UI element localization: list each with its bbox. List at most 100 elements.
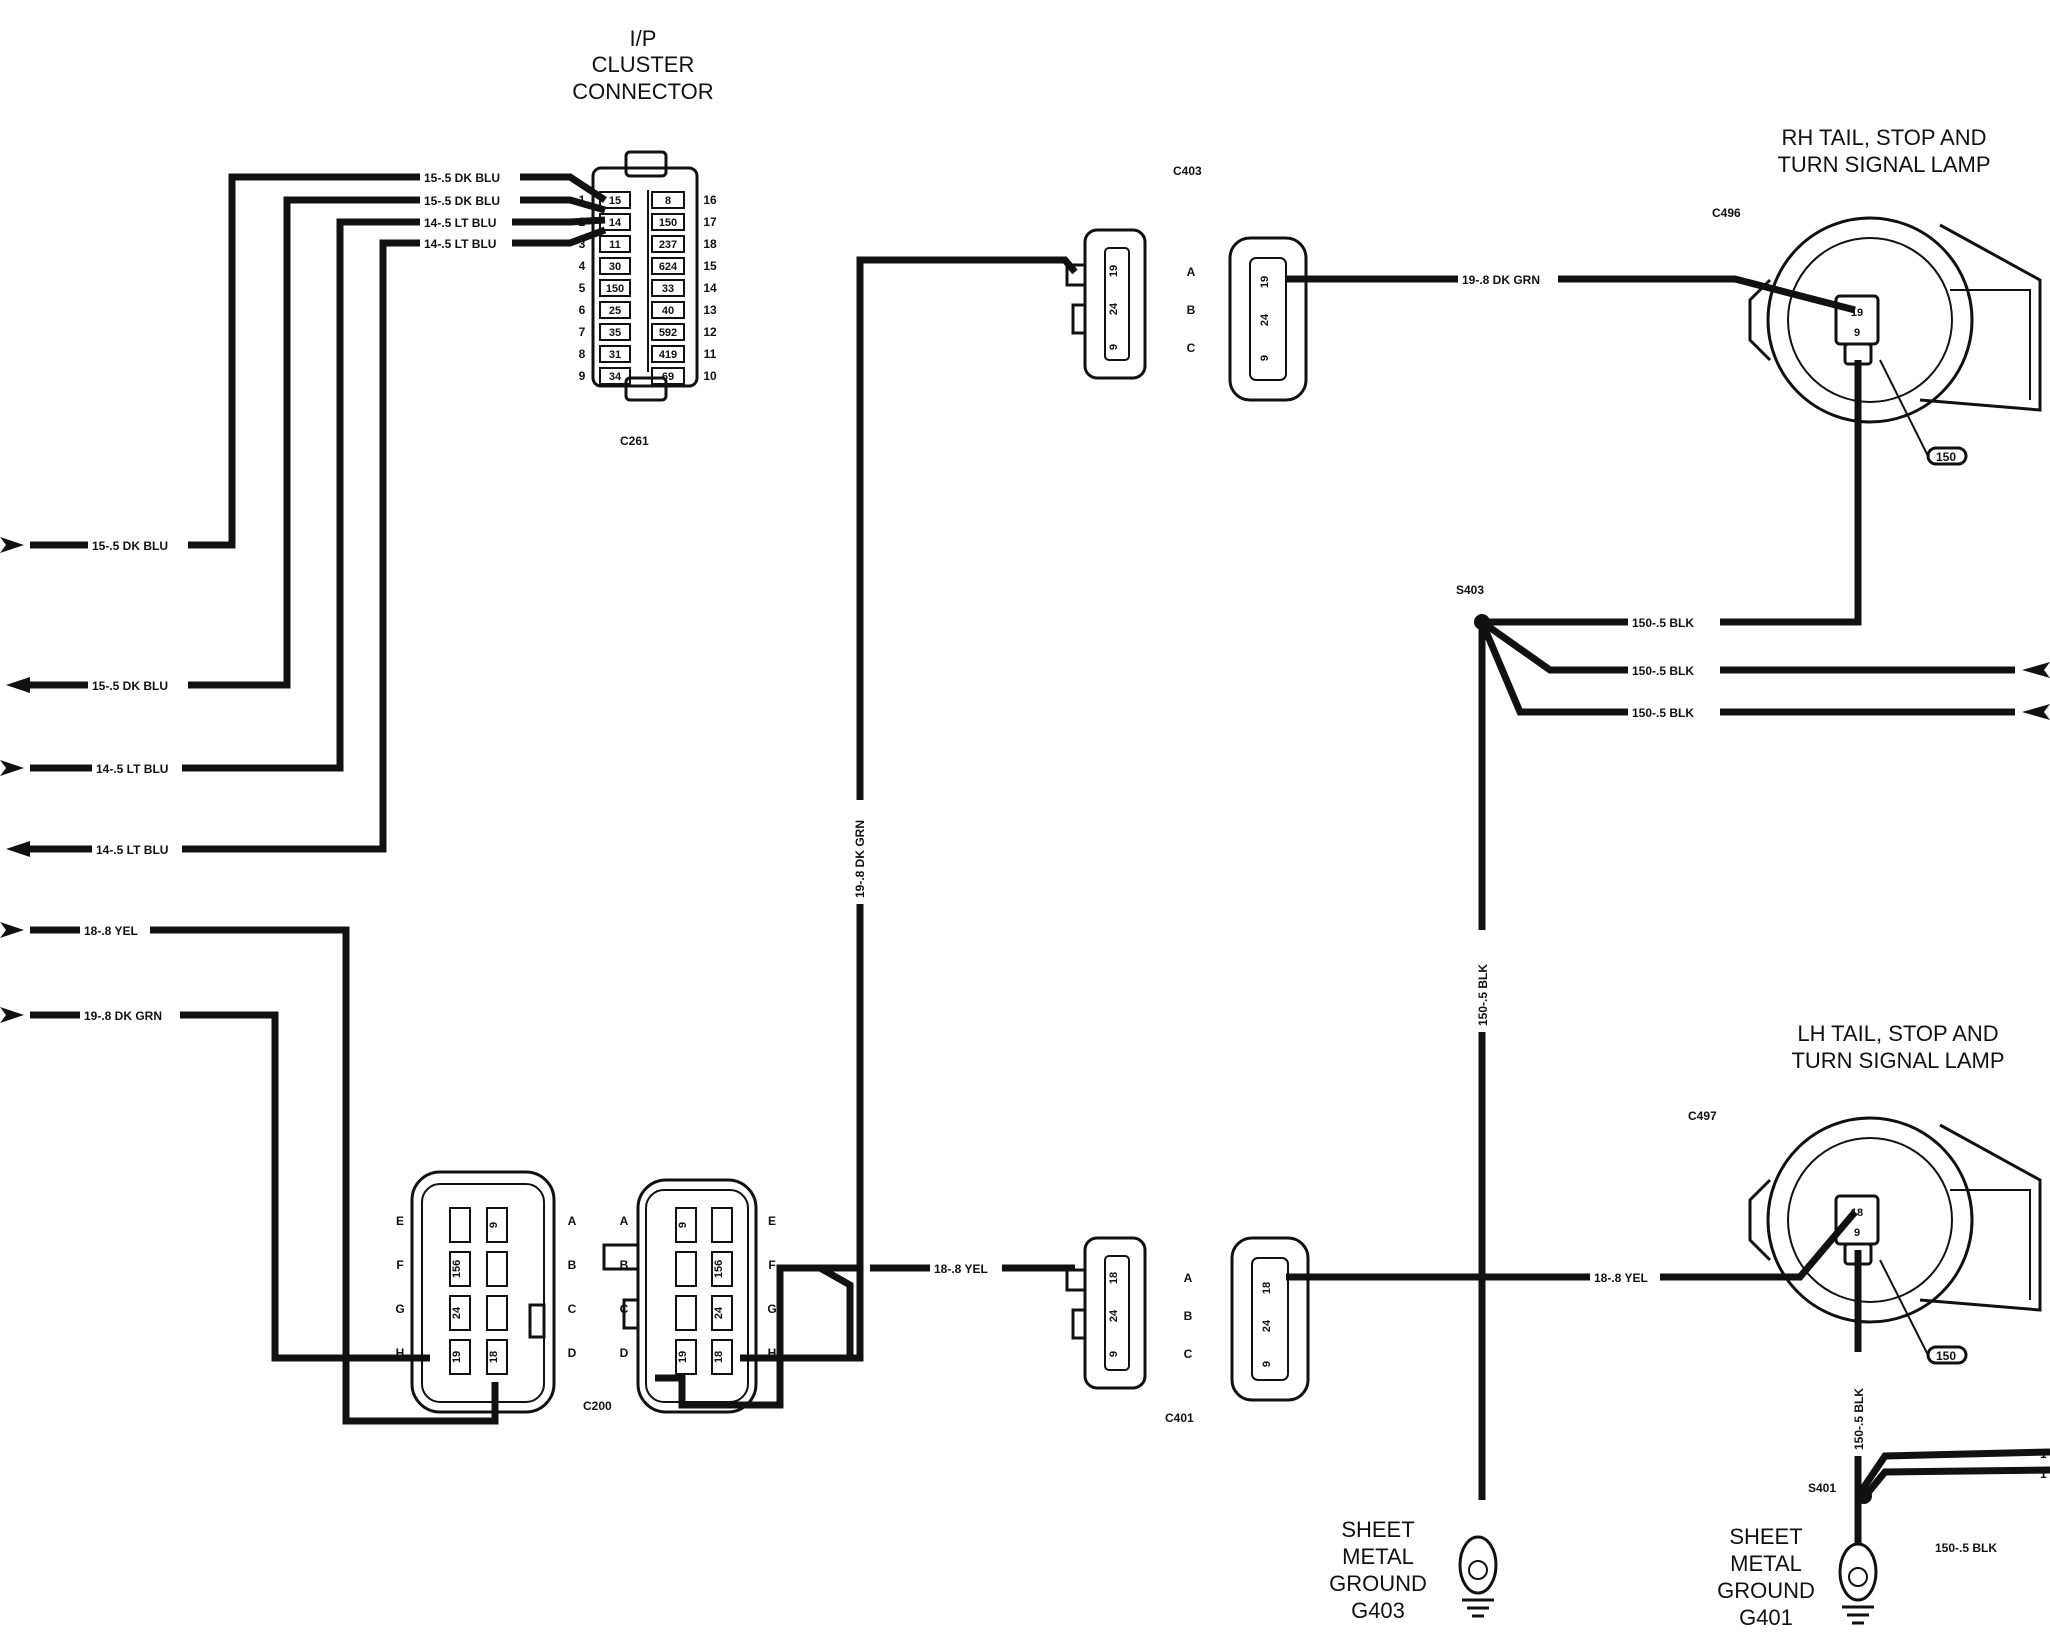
c200-cavity-label: 9 <box>677 1222 689 1228</box>
c200-cavity-label: 18 <box>488 1351 500 1363</box>
wire-label-blk-vertical: 150-.5 BLK <box>1852 1388 1866 1450</box>
wire-label-yel: 18-.8 YEL <box>1594 1271 1648 1285</box>
cluster-cavity-label: 8 <box>665 195 671 207</box>
right-wires <box>1286 275 2050 1545</box>
c200-cavity-label: 24 <box>713 1306 725 1319</box>
cluster-cavity-label: 25 <box>609 305 621 317</box>
svg-text:TURN SIGNAL LAMP: TURN SIGNAL LAMP <box>1777 152 1990 177</box>
c200-wires <box>420 1264 864 1409</box>
cluster-cavity <box>651 279 685 297</box>
svg-text:RH TAIL, STOP AND: RH TAIL, STOP AND <box>1782 125 1987 150</box>
connector-c261: C261 <box>620 434 649 448</box>
c200-pin-letter: C <box>620 1302 629 1316</box>
ground-g401-icon <box>1838 1542 1878 1625</box>
cluster-cavity <box>599 213 631 231</box>
arrow-out-icon <box>6 677 30 693</box>
svg-text:G401: G401 <box>1739 1605 1793 1630</box>
c200-pin-letter: F <box>768 1258 775 1272</box>
c401-cavity-label: 9 <box>1261 1361 1273 1367</box>
cluster-cavity <box>599 235 631 253</box>
cluster-cavity-label: 150 <box>659 217 677 229</box>
rh-lamp-cavity-label: 19 <box>1851 307 1863 319</box>
cluster-cavity <box>599 367 631 385</box>
rh-lamp-title: RH TAIL, STOP AND TURN SIGNAL LAMP <box>1777 125 1990 177</box>
svg-text:SHEET: SHEET <box>1341 1517 1414 1542</box>
ground-g401-title: SHEET METAL GROUND G401 <box>1717 1524 1815 1630</box>
c200-cavity <box>711 1339 733 1375</box>
c403-pin-letter: A <box>1187 265 1196 279</box>
c200-cavity <box>711 1251 733 1287</box>
wire-label-dk-blu: 15-.5 DK BLU <box>92 679 168 693</box>
cluster-cavity-label: 14 <box>609 217 622 229</box>
left-harness-wires <box>30 173 607 1425</box>
c200-pin-letter: E <box>768 1214 776 1228</box>
splice-s403-icon <box>1474 614 1490 630</box>
cluster-cavity <box>599 191 631 209</box>
c200-cavity-label: 156 <box>713 1260 725 1278</box>
c403-pin-letter: C <box>1187 341 1196 355</box>
c403-pin-letter: B <box>1187 303 1196 317</box>
cluster-cavity <box>599 323 631 341</box>
c200-cavity <box>486 1295 508 1331</box>
c200-cavity-label: 9 <box>488 1222 500 1228</box>
connector-c403: C403 <box>1173 164 1202 178</box>
c200-cavity <box>449 1295 471 1331</box>
connector-c496: C496 <box>1712 206 1741 220</box>
c401-cavity-label: 24 <box>1108 1309 1120 1322</box>
cluster-pin-number: 18 <box>703 237 717 251</box>
c200-pin-letter: D <box>568 1346 577 1360</box>
wire-label-dk-grn-vertical: 19-.8 DK GRN <box>853 820 867 898</box>
c401-pin-letter: A <box>1184 1271 1193 1285</box>
svg-text:G403: G403 <box>1351 1598 1405 1623</box>
svg-text:I/P: I/P <box>630 26 657 51</box>
c200-connector-left <box>410 1170 556 1414</box>
c200-cavity <box>486 1207 508 1243</box>
svg-text:GROUND: GROUND <box>1717 1578 1815 1603</box>
cluster-pin-number: 14 <box>703 281 717 295</box>
wire-label-yel: 18-.8 YEL <box>84 924 138 938</box>
wire-label-dk-blu: 15-.5 DK BLU <box>424 171 500 185</box>
cluster-pin-number: 11 <box>704 347 717 361</box>
c200-cavity-label: 19 <box>677 1351 689 1363</box>
c401-pin-letter: C <box>1184 1347 1193 1361</box>
cluster-cavity-label: 592 <box>659 327 677 339</box>
c200-pin-letter: A <box>568 1214 577 1228</box>
cluster-cavity-label: 69 <box>662 371 674 383</box>
cluster-pin-number: 8 <box>579 347 586 361</box>
arrow-out-icon <box>6 841 30 857</box>
connector-c401: C401 <box>1165 1411 1194 1425</box>
splice-s401-icon <box>1856 1488 1872 1504</box>
arrow-in-icon <box>0 760 24 776</box>
cluster-cavity <box>599 279 631 297</box>
svg-text:LH TAIL, STOP AND: LH TAIL, STOP AND <box>1797 1021 1998 1046</box>
arrow-in-icon <box>2022 662 2050 678</box>
ground-g403-icon <box>1458 1535 1498 1618</box>
cluster-cavity-label: 419 <box>659 349 677 361</box>
c200-cavity <box>675 1295 697 1331</box>
ip-cluster-connector <box>591 150 699 402</box>
cluster-pin-number: 4 <box>579 259 586 273</box>
right-wire-labels: 19-.8 DK GRN 18-.8 YEL 150-.5 BLK 150-.5… <box>1458 270 1997 1555</box>
c200-pin-letter: B <box>568 1258 577 1272</box>
cluster-cavity-label: 237 <box>659 239 677 251</box>
wire-ref-150: 150 <box>1936 450 1956 464</box>
c200-pin-letter: D <box>620 1346 629 1360</box>
cluster-pin-number: 1 <box>579 193 586 207</box>
wire-label-lt-blu: 14-.5 LT BLU <box>96 762 168 776</box>
edge-mark: 1 <box>2040 1447 2047 1461</box>
c200-cavity <box>711 1207 733 1243</box>
wire-label-blk: 150-.5 BLK <box>1632 616 1694 630</box>
cluster-cavity-label: 35 <box>609 327 621 339</box>
lh-lamp-housing <box>1748 1116 2042 1365</box>
svg-text:GROUND: GROUND <box>1329 1571 1427 1596</box>
cluster-cavity <box>651 191 685 209</box>
arrow-in-icon <box>2022 704 2050 720</box>
left-edge-arrows <box>0 537 30 1023</box>
c200-cavity <box>486 1251 508 1287</box>
edge-mark: 1 <box>2040 1467 2047 1481</box>
cluster-cavity <box>651 323 685 341</box>
c200-pin-letter: B <box>620 1258 629 1272</box>
c200-cavity <box>486 1339 508 1375</box>
